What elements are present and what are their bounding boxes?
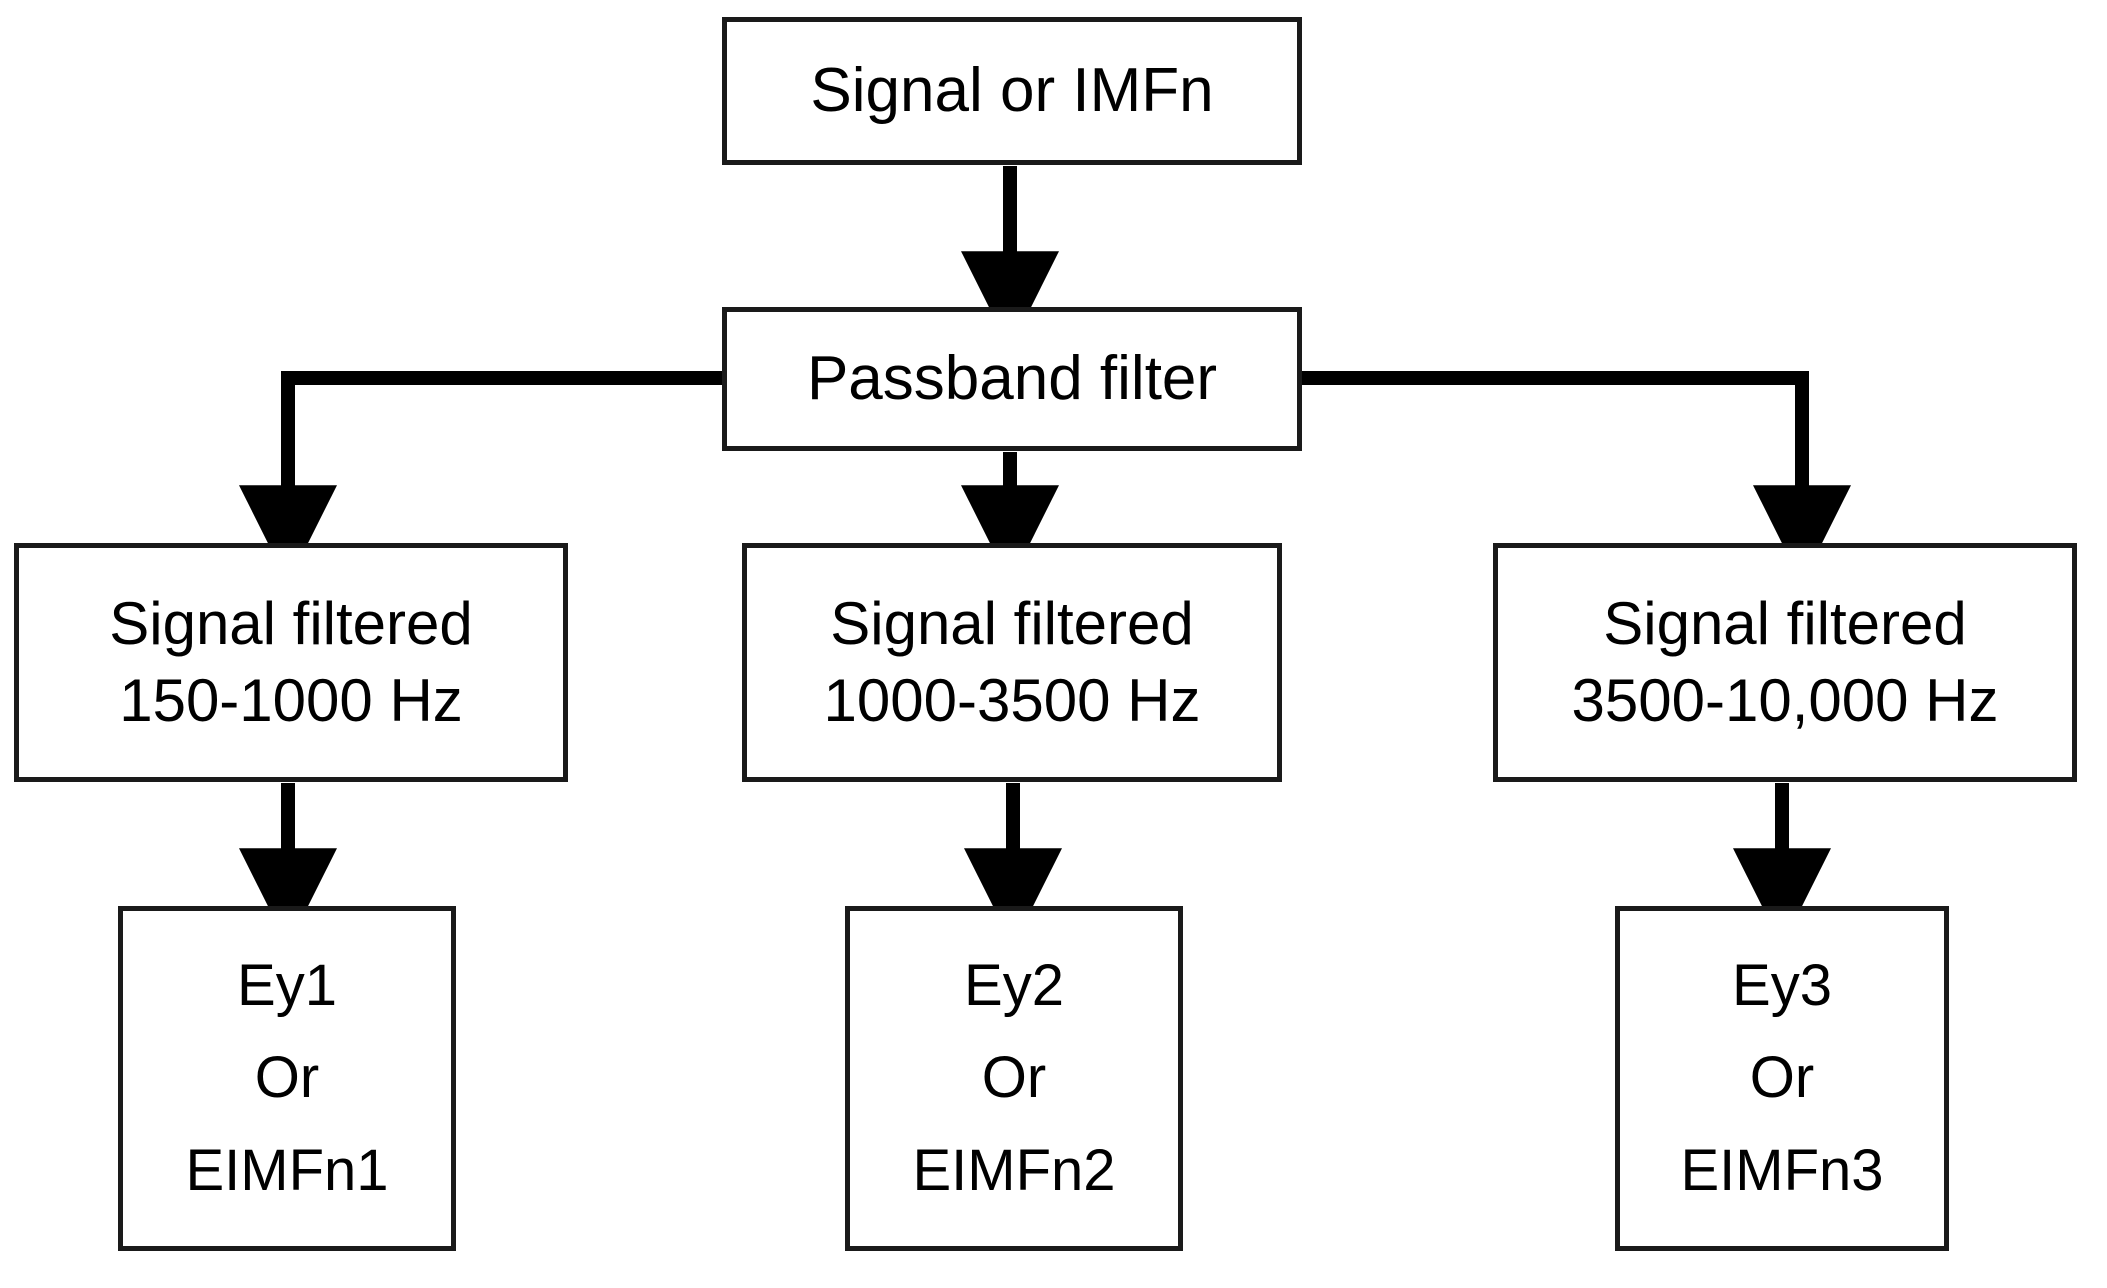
node-label-line-3: EIMFn2 xyxy=(912,1137,1116,1203)
node-signal-filtered-150-1000[interactable]: Signal filtered 150-1000 Hz xyxy=(14,543,568,782)
node-output-ey3[interactable]: Ey3 Or EIMFn3 xyxy=(1615,906,1949,1251)
node-label-line-1: Ey2 xyxy=(964,952,1064,1018)
node-label-line-2: Or xyxy=(1749,1045,1815,1111)
node-signal-filtered-1000-3500[interactable]: Signal filtered 1000-3500 Hz xyxy=(742,543,1282,782)
node-label-line-1: Ey1 xyxy=(237,952,337,1018)
node-output-ey1[interactable]: Ey1 Or EIMFn1 xyxy=(118,906,456,1251)
node-label-line-1: Signal filtered xyxy=(1603,589,1967,657)
node-label-line-2: 150-1000 Hz xyxy=(119,666,463,734)
node-label-line-3: EIMFn3 xyxy=(1680,1137,1884,1203)
node-label-line-2: Or xyxy=(981,1045,1047,1111)
node-label-line-1: Signal filtered xyxy=(830,589,1194,657)
node-label-line-3: EIMFn1 xyxy=(185,1137,389,1203)
node-label-line-2: Or xyxy=(254,1045,320,1111)
node-label: Passband filter xyxy=(806,344,1218,414)
node-label: Signal or IMFn xyxy=(810,56,1214,126)
node-label-line-1: Ey3 xyxy=(1732,952,1832,1018)
node-signal-filtered-3500-10000[interactable]: Signal filtered 3500-10,000 Hz xyxy=(1493,543,2077,782)
node-label-line-1: Signal filtered xyxy=(109,589,473,657)
node-output-ey2[interactable]: Ey2 Or EIMFn2 xyxy=(845,906,1183,1251)
node-passband-filter[interactable]: Passband filter xyxy=(722,307,1302,451)
node-signal-or-imfn[interactable]: Signal or IMFn xyxy=(722,17,1302,165)
edge-passband-to-filter-low xyxy=(239,371,722,584)
edge-passband-to-filter-high xyxy=(1302,371,1851,584)
node-label-line-2: 3500-10,000 Hz xyxy=(1571,666,1999,734)
node-label-line-2: 1000-3500 Hz xyxy=(823,666,1201,734)
